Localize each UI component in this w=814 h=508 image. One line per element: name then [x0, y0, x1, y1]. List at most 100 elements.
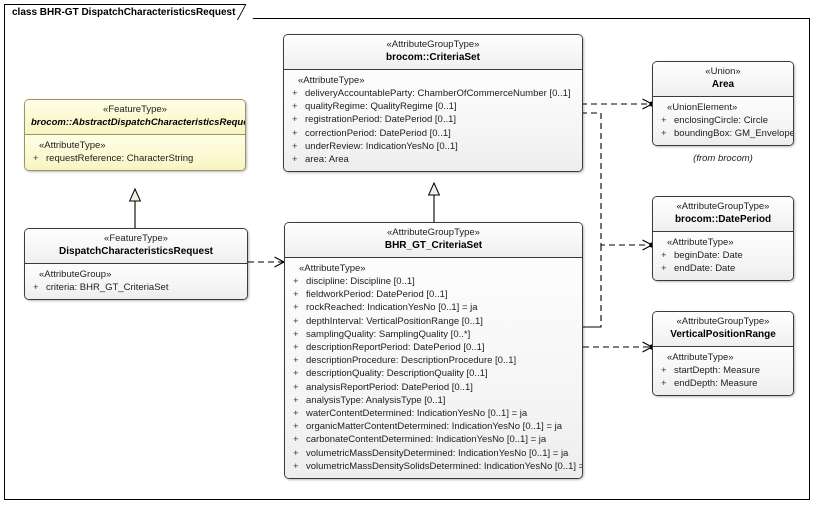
attribute-signature: underReview: IndicationYesNo [0..1]: [305, 140, 458, 152]
visibility-marker: +: [293, 355, 299, 367]
attribute-row: + endDepth: Measure: [657, 377, 789, 390]
attribute-row: + organicMatterContentDetermined: Indica…: [289, 420, 578, 433]
class-stereotype: «FeatureType»: [104, 233, 168, 244]
attribute-signature: discipline: Discipline [0..1]: [306, 276, 415, 287]
attribute-row: + qualityRegime: QualityRegime [0..1]: [288, 100, 578, 113]
attribute-signature: analysisType: AnalysisType [0..1]: [306, 394, 446, 406]
visibility-marker: +: [33, 282, 39, 293]
attribute-row: + boundingBox: GM_Envelope: [657, 127, 793, 140]
class-stereotype: «AttributeGroupType»: [676, 201, 770, 212]
attribute-row: + startDepth: Measure: [657, 364, 789, 377]
class-stereotype: «AttributeGroupType»: [387, 227, 480, 238]
class-box-abstractdispatchcharacteristicsrequest[interactable]: «FeatureType» brocom::AbstractDispatchCh…: [24, 99, 246, 172]
attribute-group-stereotype: «AttributeType»: [298, 75, 365, 86]
attribute-group-stereotype: «AttributeType»: [39, 140, 106, 151]
attribute-row: + volumetricMassDensityDetermined: Indic…: [289, 447, 578, 460]
class-stereotype: «FeatureType»: [103, 104, 167, 115]
visibility-marker: +: [292, 88, 298, 99]
attribute-row: + waterContentDetermined: IndicationYesN…: [289, 407, 578, 420]
attribute-signature: analysisReportPeriod: DatePeriod [0..1]: [306, 381, 473, 393]
attribute-row: + volumetricMassDensitySolidsDetermined:…: [289, 460, 582, 473]
class-body-dateperiod: «AttributeType» + beginDate: Date + endD…: [653, 232, 793, 281]
attribute-row: + carbonateContentDetermined: Indication…: [289, 433, 578, 446]
diagram-frame: [4, 18, 810, 500]
class-header-verticalpositionrange: «AttributeGroupType» VerticalPositionRan…: [653, 312, 793, 347]
visibility-marker: +: [293, 394, 299, 406]
attribute-signature: endDate: Date: [674, 263, 736, 275]
diagram-frame-label: class BHR-GT DispatchCharacteristicsRequ…: [4, 4, 261, 20]
attribute-signature: boundingBox: GM_Envelope: [674, 128, 794, 140]
attribute-row: + correctionPeriod: DatePeriod [0..1]: [288, 127, 578, 140]
attribute-signature: depthInterval: VerticalPositionRange [0.…: [306, 315, 483, 327]
attribute-row: + deliveryAccountableParty: ChamberOfCom…: [288, 87, 578, 100]
attribute-row: + endDate: Date: [657, 262, 789, 275]
attribute-row: + underReview: IndicationYesNo [0..1]: [288, 140, 578, 153]
attribute-row: + descriptionReportPeriod: DatePeriod [0…: [289, 341, 578, 354]
attribute-row: + enclosingCircle: Circle: [657, 114, 789, 127]
attribute-group-stereotype: «UnionElement»: [667, 102, 738, 113]
attribute-signature: rockReached: IndicationYesNo [0..1] = ja: [306, 302, 478, 314]
attribute-signature: carbonateContentDetermined: IndicationYe…: [306, 434, 547, 446]
visibility-marker: +: [661, 128, 667, 140]
attribute-row: + registrationPeriod: DatePeriod [0..1]: [288, 113, 578, 126]
attribute-signature: enclosingCircle: Circle: [674, 115, 768, 126]
attribute-signature: endDepth: Measure: [674, 378, 758, 390]
attribute-signature: samplingQuality: SamplingQuality [0..*]: [306, 328, 471, 340]
attribute-group-stereotype: «AttributeType»: [667, 352, 734, 363]
visibility-marker: +: [293, 421, 299, 433]
diagram-frame-label-text: class BHR-GT DispatchCharacteristicsRequ…: [12, 7, 236, 18]
class-header-bhr-gt-criteriaset: «AttributeGroupType» BHR_GT_CriteriaSet: [285, 223, 582, 258]
class-stereotype: «AttributeGroupType»: [386, 39, 480, 50]
visibility-marker: +: [661, 115, 667, 126]
class-box-dispatchcharacteristicsrequest[interactable]: «FeatureType» DispatchCharacteristicsReq…: [24, 228, 248, 301]
attribute-signature: organicMatterContentDetermined: Indicati…: [306, 421, 563, 433]
class-header-dispatchcharacteristicsrequest: «FeatureType» DispatchCharacteristicsReq…: [25, 229, 247, 264]
class-box-dateperiod[interactable]: «AttributeGroupType» brocom::DatePeriod …: [652, 196, 794, 282]
attribute-row: + samplingQuality: SamplingQuality [0..*…: [289, 328, 578, 341]
visibility-marker: +: [661, 365, 667, 376]
attribute-signature: descriptionProcedure: DescriptionProcedu…: [306, 355, 517, 367]
attribute-signature: area: Area: [305, 154, 349, 166]
visibility-marker: +: [292, 154, 298, 166]
visibility-marker: +: [293, 434, 299, 446]
visibility-marker: +: [293, 342, 299, 354]
class-body-abstractdispatchcharacteristicsrequest: «AttributeType» + requestReference: Char…: [25, 135, 245, 171]
visibility-marker: +: [293, 381, 299, 393]
attribute-row: + depthInterval: VerticalPositionRange […: [289, 315, 578, 328]
class-box-area[interactable]: «Union» Area «UnionElement» + enclosingC…: [652, 61, 794, 147]
class-box-criteriaset[interactable]: «AttributeGroupType» brocom::CriteriaSet…: [283, 34, 583, 173]
visibility-marker: +: [292, 101, 298, 113]
visibility-marker: +: [292, 140, 298, 152]
class-header-criteriaset: «AttributeGroupType» brocom::CriteriaSet: [284, 35, 582, 70]
class-body-verticalpositionrange: «AttributeType» + startDepth: Measure + …: [653, 347, 793, 396]
attribute-group-stereotype: «AttributeType»: [299, 263, 366, 274]
attribute-signature: deliveryAccountableParty: ChamberOfComme…: [305, 88, 571, 99]
attribute-signature: fieldworkPeriod: DatePeriod [0..1]: [306, 289, 448, 301]
class-stereotype: «AttributeGroupType»: [676, 316, 770, 327]
visibility-marker: +: [292, 114, 298, 126]
class-name: VerticalPositionRange: [670, 329, 776, 340]
attribute-row: + requestReference: CharacterString: [29, 152, 241, 165]
attribute-row: + discipline: Discipline [0..1]: [289, 275, 578, 288]
visibility-marker: +: [293, 289, 299, 301]
class-name: brocom::AbstractDispatchCharacteristicsR…: [31, 117, 246, 128]
visibility-marker: +: [293, 408, 299, 420]
attribute-row: + beginDate: Date: [657, 249, 789, 262]
attribute-row: + criteria: BHR_GT_CriteriaSet: [29, 281, 243, 294]
attribute-signature: startDepth: Measure: [674, 365, 761, 376]
attribute-signature: beginDate: Date: [674, 250, 743, 261]
attribute-row: + area: Area: [288, 153, 578, 166]
visibility-marker: +: [33, 153, 39, 164]
attribute-group-stereotype: «AttributeGroup»: [39, 269, 112, 280]
class-body-bhr-gt-criteriaset: «AttributeType» + discipline: Discipline…: [285, 258, 582, 479]
attribute-signature: waterContentDetermined: IndicationYesNo …: [306, 408, 528, 420]
class-name: Area: [711, 79, 735, 90]
visibility-marker: +: [661, 263, 667, 275]
class-body-dispatchcharacteristicsrequest: «AttributeGroup» + criteria: BHR_GT_Crit…: [25, 264, 247, 300]
attribute-signature: descriptionReportPeriod: DatePeriod [0..…: [306, 342, 485, 354]
class-box-verticalpositionrange[interactable]: «AttributeGroupType» VerticalPositionRan…: [652, 311, 794, 397]
class-header-abstractdispatchcharacteristicsrequest: «FeatureType» brocom::AbstractDispatchCh…: [25, 100, 245, 135]
class-box-bhr-gt-criteriaset[interactable]: «AttributeGroupType» BHR_GT_CriteriaSet …: [284, 222, 583, 480]
class-header-dateperiod: «AttributeGroupType» brocom::DatePeriod: [653, 197, 793, 232]
